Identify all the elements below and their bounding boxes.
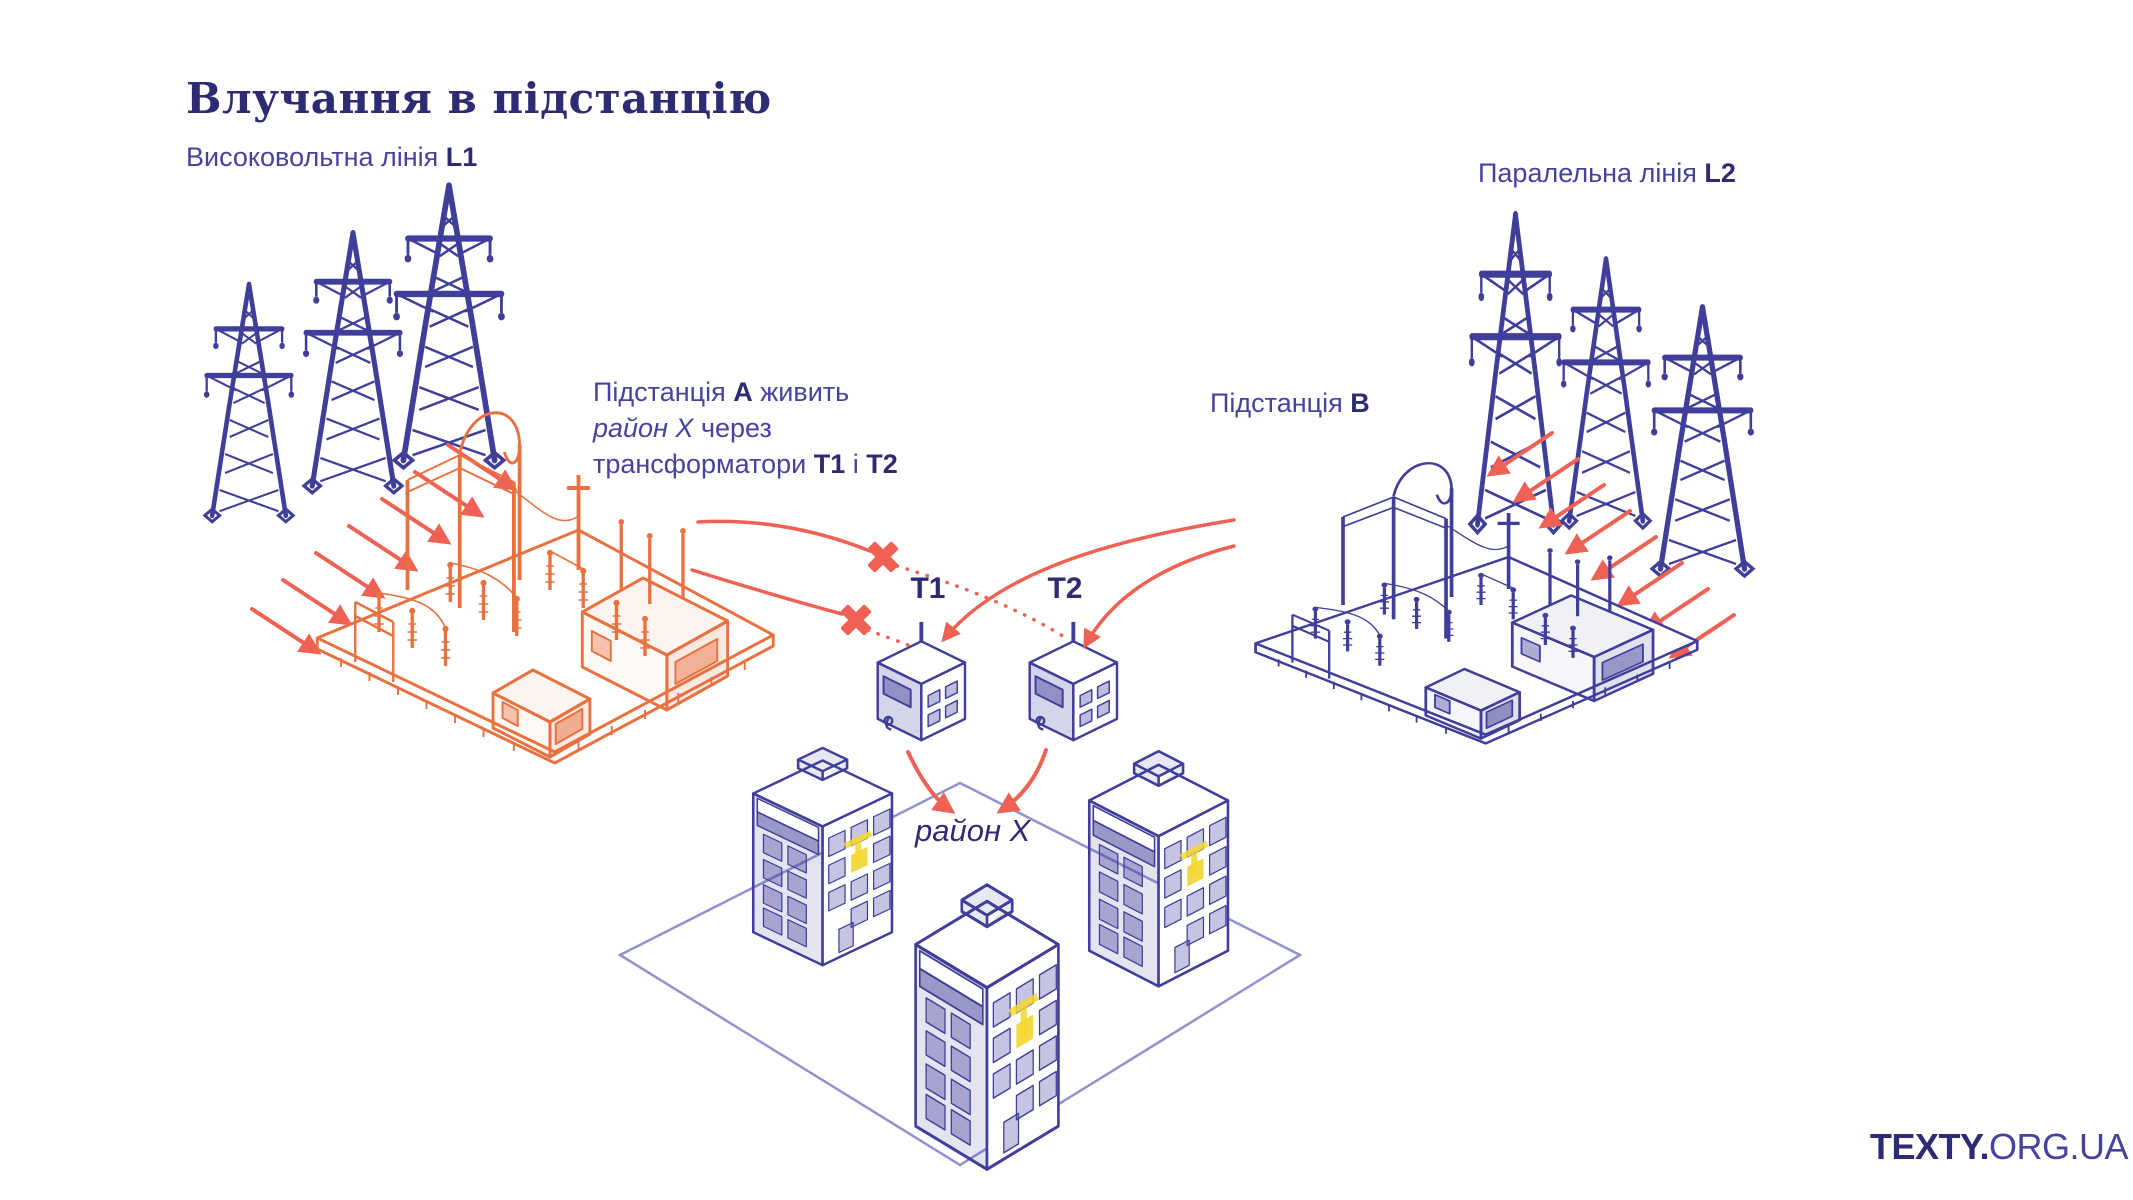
line-l2-text: Паралельна лінія <box>1478 158 1705 188</box>
line-l1-label: Високовольтна лінія L1 <box>186 142 477 173</box>
transformer-t1-icon <box>875 619 967 743</box>
flow-arrows-line-l1 <box>250 443 518 655</box>
texty-logo-bold: TEXTY. <box>1870 1126 1990 1167</box>
t2-to-district-arrow <box>996 748 1048 814</box>
page-title: Влучання в підстанцію <box>186 74 772 123</box>
substation-b-illustration <box>1256 463 1698 743</box>
broken-connection-x-icon <box>831 595 881 645</box>
transformer-t2-icon <box>1027 619 1119 743</box>
note-text: трансформатори <box>593 449 814 479</box>
t1-to-district-arrow <box>906 750 956 814</box>
feed-line-a-t2 <box>696 519 872 553</box>
note-text: через <box>693 413 772 443</box>
district-x-label: район Х <box>915 813 1031 848</box>
line-l2-code: L2 <box>1704 158 1736 188</box>
note-text: і <box>845 449 867 479</box>
transmission-tower-icon <box>204 284 294 521</box>
note-text: живить <box>752 377 850 407</box>
backup-feed-b-t1 <box>941 518 1236 643</box>
t2-reference: Т2 <box>866 449 898 479</box>
substation-b-text: Підстанція <box>1210 388 1351 418</box>
apartment-building-icon <box>753 748 892 965</box>
t1-reference: Т1 <box>813 449 846 479</box>
t1-label: Т1 <box>910 572 946 605</box>
transmission-tower-icon <box>1651 307 1754 576</box>
line-l1-code: L1 <box>445 142 478 172</box>
line-l1-text: Високовольтна лінія <box>186 142 446 172</box>
transmission-tower-icon <box>303 233 403 493</box>
district-x-reference: район Х <box>593 413 694 443</box>
texty-logo-rest: ORG.UA <box>1989 1126 2129 1167</box>
t2-label: Т2 <box>1047 572 1083 605</box>
feed-line-a-t1-dotted <box>866 628 917 650</box>
substation-b-code: B <box>1350 388 1370 418</box>
transmission-tower-icon <box>1469 215 1562 533</box>
feed-line-a-t1 <box>690 568 844 616</box>
line-l2-label: Паралельна лінія L2 <box>1478 158 1736 189</box>
transmission-tower-icon <box>1561 259 1651 528</box>
substation-a-code: A <box>733 377 753 407</box>
transmission-tower-icon <box>393 186 505 468</box>
note-text: Підстанція <box>593 377 734 407</box>
substation-a-note: Підстанція A живить район Х через трансф… <box>593 374 1013 482</box>
apartment-building-icon <box>916 885 1059 1169</box>
texty-logo: TEXTY.ORG.UA <box>1870 1126 2129 1168</box>
backup-feed-b-t2 <box>1083 544 1236 650</box>
apartment-building-icon <box>1089 751 1228 986</box>
substation-b-label: Підстанція B <box>1210 388 1370 419</box>
